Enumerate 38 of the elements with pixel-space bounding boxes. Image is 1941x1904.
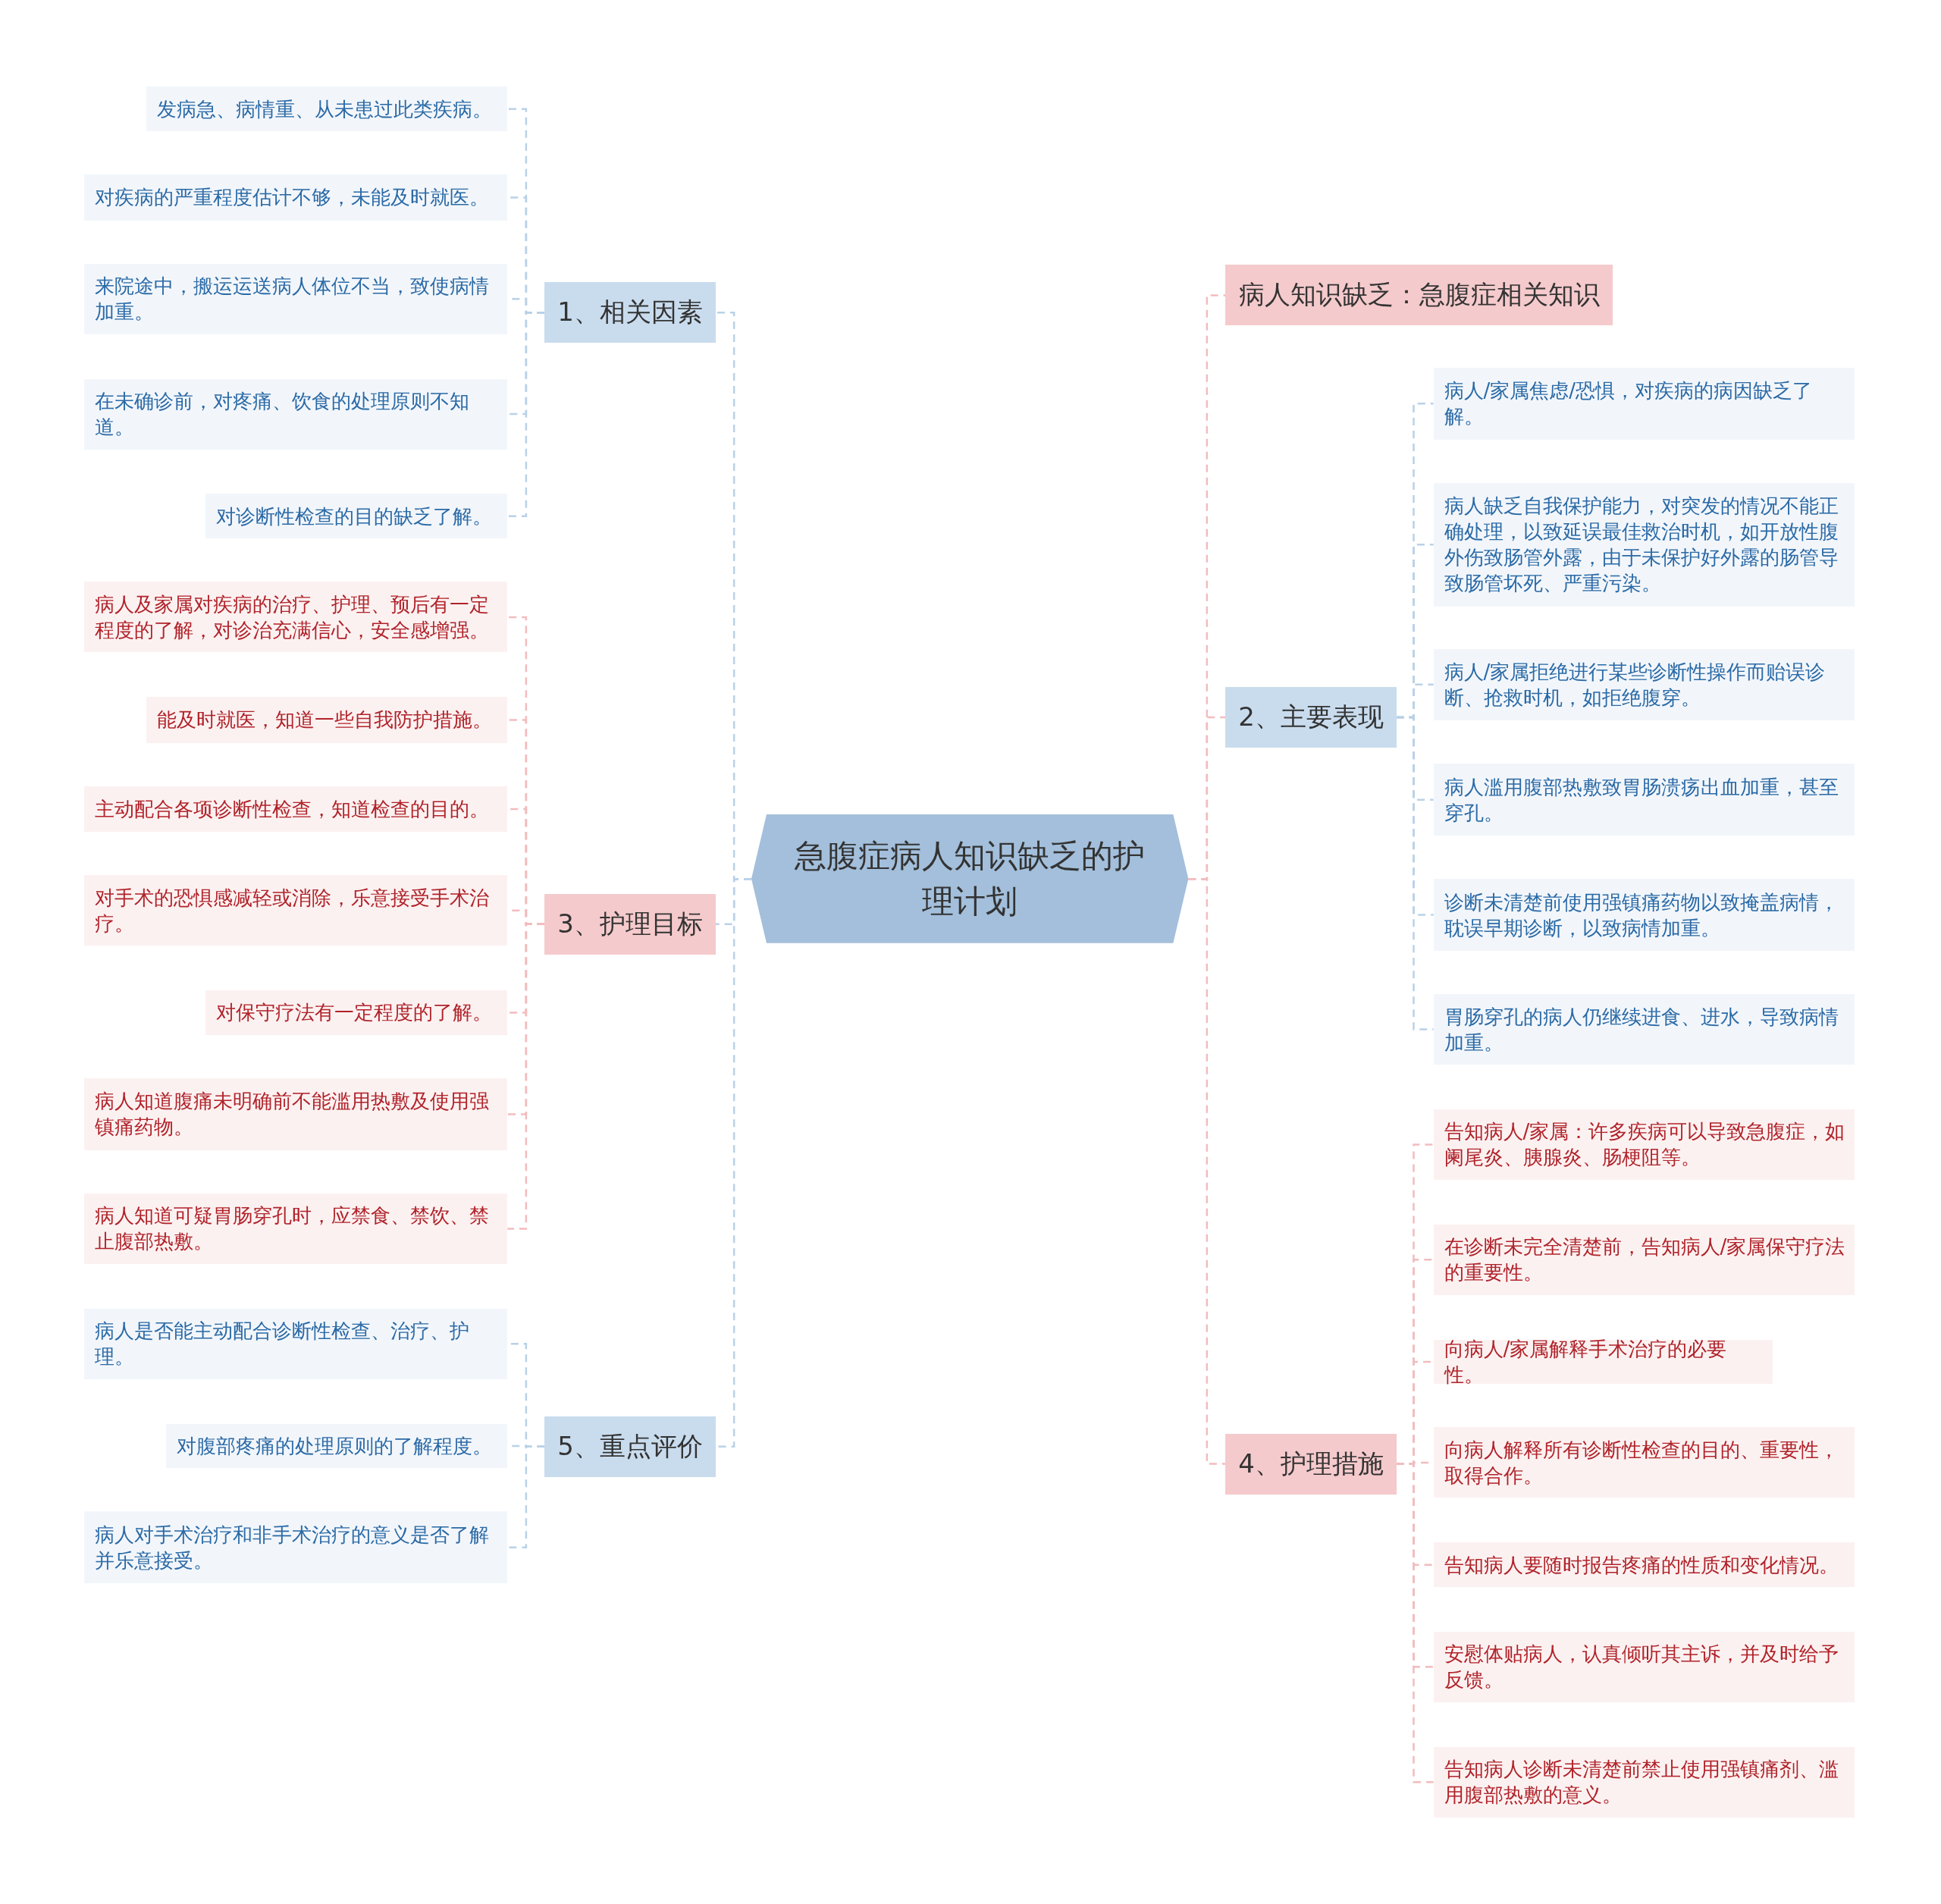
leaf-topic: 病人是否能主动配合诊断性检查、治疗、护理。 [84,1308,508,1379]
branch-topic: 5、重点评价 [544,1416,716,1477]
leaf-topic: 病人/家属焦虑/恐惧，对疾病的病因缺乏了解。 [1433,367,1855,440]
leaf-topic: 能及时就医，知道一些自我防护措施。 [146,697,508,743]
connector-line [507,312,545,518]
leaf-topic: 病人滥用腹部热敷致胃肠溃疡出血加重，甚至穿孔。 [1433,764,1855,836]
branch-topic: 4、护理措施 [1225,1433,1397,1495]
leaf-topic: 病人知道腹痛未明确前不能滥用热敷及使用强镇痛药物。 [84,1078,508,1150]
leaf-topic: 病人及家属对疾病的治疗、护理、预后有一定程度的了解，对诊治充满信心，安全感增强。 [84,582,508,653]
leaf-topic: 病人知道可疑胃肠穿孔时，应禁食、禁饮、禁止腹部热敷。 [84,1193,508,1264]
leaf-topic: 向病人解释所有诊断性检查的目的、重要性，取得合作。 [1433,1427,1855,1498]
leaf-topic: 向病人/家属解释手术治疗的必要性。 [1433,1339,1773,1385]
branch-topic: 1、相关因素 [544,282,716,343]
leaf-topic: 对疾病的严重程度估计不够，未能及时就医。 [84,174,508,221]
leaf-topic: 在诊断未完全清楚前，告知病人/家属保守疗法的重要性。 [1433,1224,1855,1295]
leaf-topic: 告知病人/家属：许多疾病可以导致急腹症，如阑尾炎、胰腺炎、肠梗阻等。 [1433,1109,1855,1180]
leaf-topic: 来院途中，搬运运送病人体位不当，致使病情加重。 [84,263,508,334]
leaf-topic: 对手术的恐惧感减轻或消除，乐意接受手术治疗。 [84,875,508,946]
leaf-topic: 告知病人要随时报告疼痛的性质和变化情况。 [1433,1542,1855,1588]
leaf-topic: 发病急、病情重、从未患过此类疾病。 [146,86,508,132]
leaf-topic: 病人/家属拒绝进行某些诊断性操作而贻误诊断、抢救时机，如拒绝腹穿。 [1433,648,1855,721]
leaf-topic: 主动配合各项诊断性检查，知道检查的目的。 [84,786,508,833]
leaf-topic: 病人对手术治疗和非手术治疗的意义是否了解并乐意接受。 [84,1511,508,1584]
connector-line [1188,877,1226,1465]
branch-topic: 3、护理目标 [544,893,716,955]
leaf-topic: 对诊断性检查的目的缺乏了解。 [205,494,508,539]
branch-topic: 2、主要表现 [1225,687,1397,748]
leaf-topic: 告知病人诊断未清楚前禁止使用强镇痛剂、滥用腹部热敷的意义。 [1433,1746,1855,1818]
connector-line [507,1445,545,1549]
leaf-topic: 安慰体贴病人，认真倾听其主诉，并及时给予反馈。 [1433,1631,1855,1702]
leaf-topic: 胃肠穿孔的病人仍继续进食、进水，导致病情加重。 [1433,994,1855,1065]
leaf-topic: 病人缺乏自我保护能力，对突发的情况不能正确处理，以致延误最佳救治时机，如开放性腹外伤致肠管外露，由于未保护好外露的肠管导致肠管坏死、严重污染。 [1433,482,1855,607]
leaf-topic: 在未确诊前，对疼痛、饮食的处理原则不知道。 [84,378,508,450]
leaf-topic: 对腹部疼痛的处理原则的了解程度。 [165,1423,508,1469]
leaf-topic: 对保守疗法有一定程度的了解。 [205,990,508,1035]
branch-topic: 病人知识缺乏：急腹症相关知识 [1225,265,1613,326]
central-topic: 急腹症病人知识缺乏的护理计划 [751,814,1189,944]
leaf-topic: 诊断未清楚前使用强镇痛药物以致掩盖病情，耽误早期诊断，以致病情加重。 [1433,879,1855,951]
